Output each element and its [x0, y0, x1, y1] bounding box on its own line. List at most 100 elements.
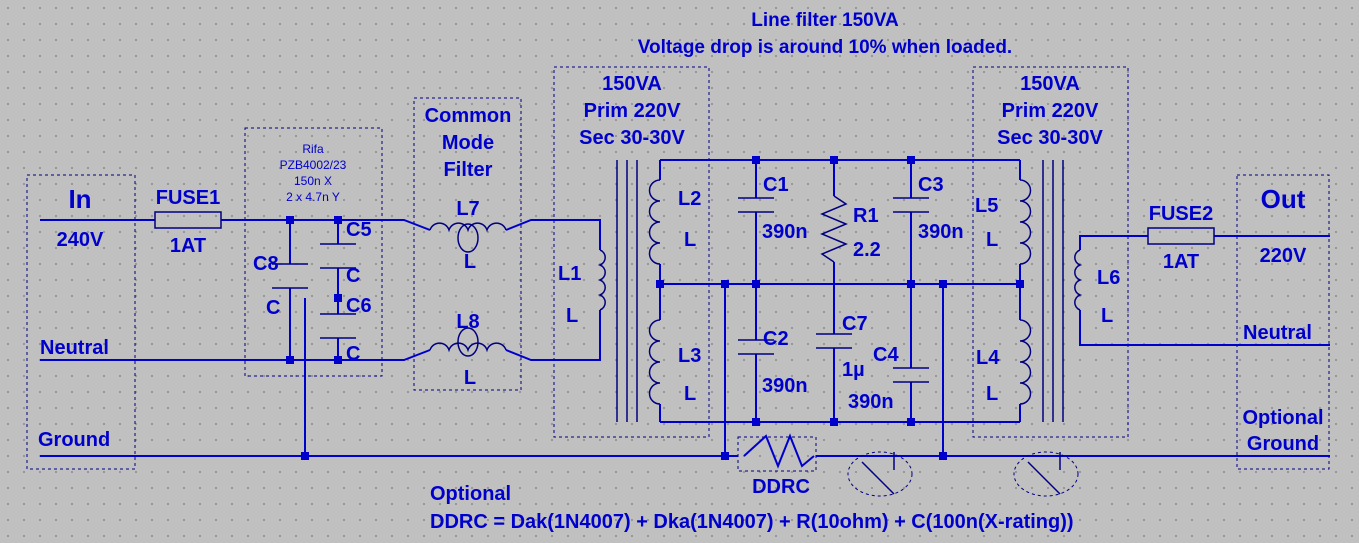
- c1-symbol: [738, 197, 774, 213]
- cmf-line2: Mode: [442, 132, 494, 154]
- l1-symbol: [597, 249, 606, 311]
- c8-symbol: [272, 263, 308, 289]
- l8-core: [457, 327, 479, 357]
- fuse1-value: 1AT: [170, 235, 206, 257]
- note-formula: DDRC = Dak(1N4007) + Dka(1N4007) + R(10o…: [430, 511, 1074, 533]
- output-ground-line1: Optional: [1242, 407, 1323, 429]
- output-neutral-label: Neutral: [1243, 322, 1312, 344]
- c2-name: C2: [763, 328, 789, 350]
- rifa-box: [244, 127, 383, 377]
- capacitor-symbols: [272, 197, 929, 383]
- c5-symbol: [320, 243, 356, 269]
- junctions: [286, 156, 1024, 460]
- c4-name: C4: [873, 344, 899, 366]
- labels: Line filter 150VA Voltage drop is around…: [38, 10, 1324, 533]
- c2-value: 390n: [762, 375, 808, 397]
- l8-value: L: [464, 367, 476, 389]
- ddrc-box: [737, 436, 817, 472]
- l1-name: L1: [558, 263, 581, 285]
- xfmr2-line1: 150VA: [1020, 73, 1080, 95]
- rifa-line3: 150n X: [294, 174, 332, 188]
- l7-value: L: [464, 251, 476, 273]
- c7-symbol: [816, 333, 852, 349]
- l6-value: L: [1101, 305, 1113, 327]
- output-box: [1236, 174, 1330, 470]
- c5-value: C: [346, 265, 360, 287]
- c6-value: C: [346, 343, 360, 365]
- c5-name: C5: [346, 219, 372, 241]
- cmf-line3: Filter: [444, 159, 493, 181]
- input-neutral-label: Neutral: [40, 337, 109, 359]
- r1-symbol: [820, 195, 848, 263]
- l7-name: L7: [456, 198, 479, 220]
- switch2-outline: [1013, 451, 1079, 497]
- r1-name: R1: [853, 205, 879, 227]
- r1-value: 2.2: [853, 239, 881, 261]
- c4-value: 390n: [848, 391, 894, 413]
- l5-symbol: [1019, 179, 1032, 265]
- l4-value: L: [986, 383, 998, 405]
- c1-value: 390n: [762, 221, 808, 243]
- title-line2: Voltage drop is around 10% when loaded.: [638, 37, 1012, 58]
- c3-symbol: [893, 197, 929, 213]
- cmf-line1: Common: [425, 105, 512, 127]
- c7-value: 1µ: [842, 359, 865, 381]
- l1-value: L: [566, 305, 578, 327]
- l2-symbol: [648, 179, 661, 265]
- l6-symbol: [1074, 249, 1083, 311]
- switch1-outline: [847, 451, 913, 497]
- l7-symbol: [429, 222, 507, 233]
- l8-name: L8: [456, 311, 479, 333]
- group-boxes: [26, 66, 1330, 472]
- xfmr1-line3: Sec 30-30V: [579, 127, 685, 149]
- l8-symbol: [429, 342, 507, 353]
- xfmr1-line1: 150VA: [602, 73, 662, 95]
- fuse1-symbol: [154, 211, 222, 229]
- l4-name: L4: [976, 347, 1000, 369]
- xfmr2-line2: Prim 220V: [1002, 100, 1099, 122]
- rifa-line1: Rifa: [302, 142, 324, 156]
- transformer-coils: [597, 179, 1083, 405]
- transformer-cores: [616, 160, 1064, 422]
- output-label: Out: [1261, 184, 1306, 214]
- c6-symbol: [320, 313, 356, 339]
- c8-name: C8: [253, 253, 279, 275]
- rifa-line4: 2 x 4.7n Y: [286, 190, 340, 204]
- input-ground-label: Ground: [38, 429, 110, 451]
- note-heading: Optional: [430, 483, 511, 505]
- l4-symbol: [1019, 319, 1032, 405]
- xfmr2-line3: Sec 30-30V: [997, 127, 1103, 149]
- fuse2-symbol: [1147, 227, 1215, 245]
- l3-name: L3: [678, 345, 701, 367]
- ddrc-label: DDRC: [752, 476, 810, 498]
- title-line1: Line filter 150VA: [751, 10, 899, 31]
- l7-core: [457, 223, 479, 253]
- l5-value: L: [986, 229, 998, 251]
- switch2-symbol: [1027, 452, 1061, 495]
- input-voltage: 240V: [57, 229, 104, 251]
- input-box: [26, 174, 136, 470]
- l3-value: L: [684, 383, 696, 405]
- fuse1-name: FUSE1: [156, 187, 220, 209]
- ground-switches: [847, 451, 1079, 497]
- xfmr1-line2: Prim 220V: [584, 100, 681, 122]
- switch1-symbol: [861, 452, 895, 495]
- c3-name: C3: [918, 174, 944, 196]
- l6-name: L6: [1097, 267, 1120, 289]
- xfmr1-box: [553, 66, 710, 438]
- output-ground-line2: Ground: [1247, 433, 1319, 455]
- xfmr2-box: [972, 66, 1129, 438]
- l2-name: L2: [678, 188, 701, 210]
- fuse2-name: FUSE2: [1149, 203, 1213, 225]
- c6-name: C6: [346, 295, 372, 317]
- c7-name: C7: [842, 313, 868, 335]
- c4-symbol: [893, 367, 929, 383]
- c8-value: C: [266, 297, 280, 319]
- c2-symbol: [738, 339, 774, 355]
- l3-symbol: [648, 319, 661, 405]
- fuse2-value: 1AT: [1163, 251, 1199, 273]
- cmf-box: [413, 97, 522, 391]
- l2-value: L: [684, 229, 696, 251]
